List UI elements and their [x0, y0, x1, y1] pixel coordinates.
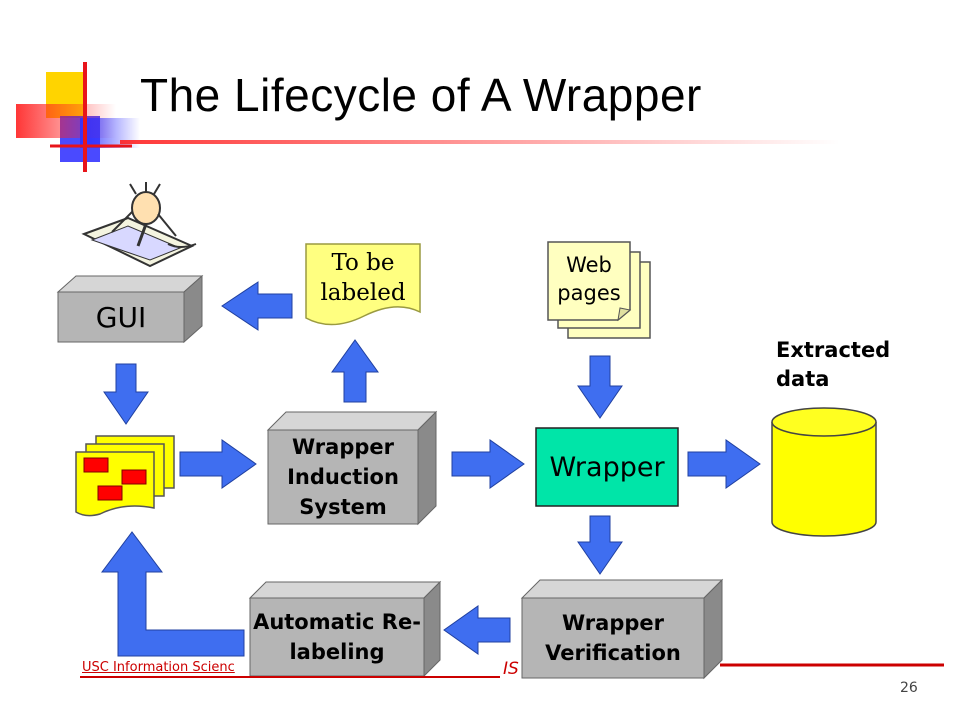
arrow-verification-to-relabeling	[443, 605, 511, 655]
slide-title: The Lifecycle of A Wrapper	[140, 69, 702, 121]
corner-logo	[16, 62, 140, 172]
footer-institution: USC Information Scienc	[82, 660, 235, 675]
arrow-wrapper-to-data	[687, 439, 761, 489]
arrow-gui-to-pages	[103, 363, 149, 425]
footer-isi-logo: IS	[503, 659, 519, 679]
wrapper-box	[535, 427, 679, 507]
labeled-pages-stack	[75, 435, 175, 517]
wrapper-verification-label: Wrapper Verification	[545, 611, 681, 665]
arrow-web-to-wrapper	[577, 355, 623, 419]
gui-label: GUI	[95, 300, 147, 334]
to-be-labeled-document	[305, 243, 421, 326]
automatic-relabeling-box	[248, 580, 442, 678]
extracted-data-label: Extracted data	[776, 338, 891, 391]
wrapper-verification-box	[520, 578, 724, 680]
web-pages-stack	[547, 241, 651, 339]
arrow-pages-to-induction	[179, 439, 257, 489]
wrapper-induction-box	[266, 410, 438, 526]
arrow-to-gui	[221, 281, 293, 331]
arrow-wrapper-to-verification	[577, 515, 623, 575]
person-reading-icon	[81, 182, 197, 268]
web-pages-label: Web pages	[557, 253, 621, 305]
wrapper-induction-label: Wrapper Induction System	[287, 435, 399, 519]
arrow-relabeling-to-pages	[101, 531, 245, 657]
wrapper-label: Wrapper	[549, 451, 665, 483]
page-number: 26	[900, 680, 918, 696]
title-underline	[120, 140, 840, 144]
automatic-relabeling-label: Automatic Re-labeling	[253, 610, 421, 664]
to-be-labeled-label: To be labeled	[320, 250, 406, 306]
arrow-to-to-be-labeled	[331, 339, 379, 403]
arrow-induction-to-wrapper	[451, 439, 525, 489]
database-icon	[771, 407, 877, 537]
gui-box	[56, 274, 204, 344]
